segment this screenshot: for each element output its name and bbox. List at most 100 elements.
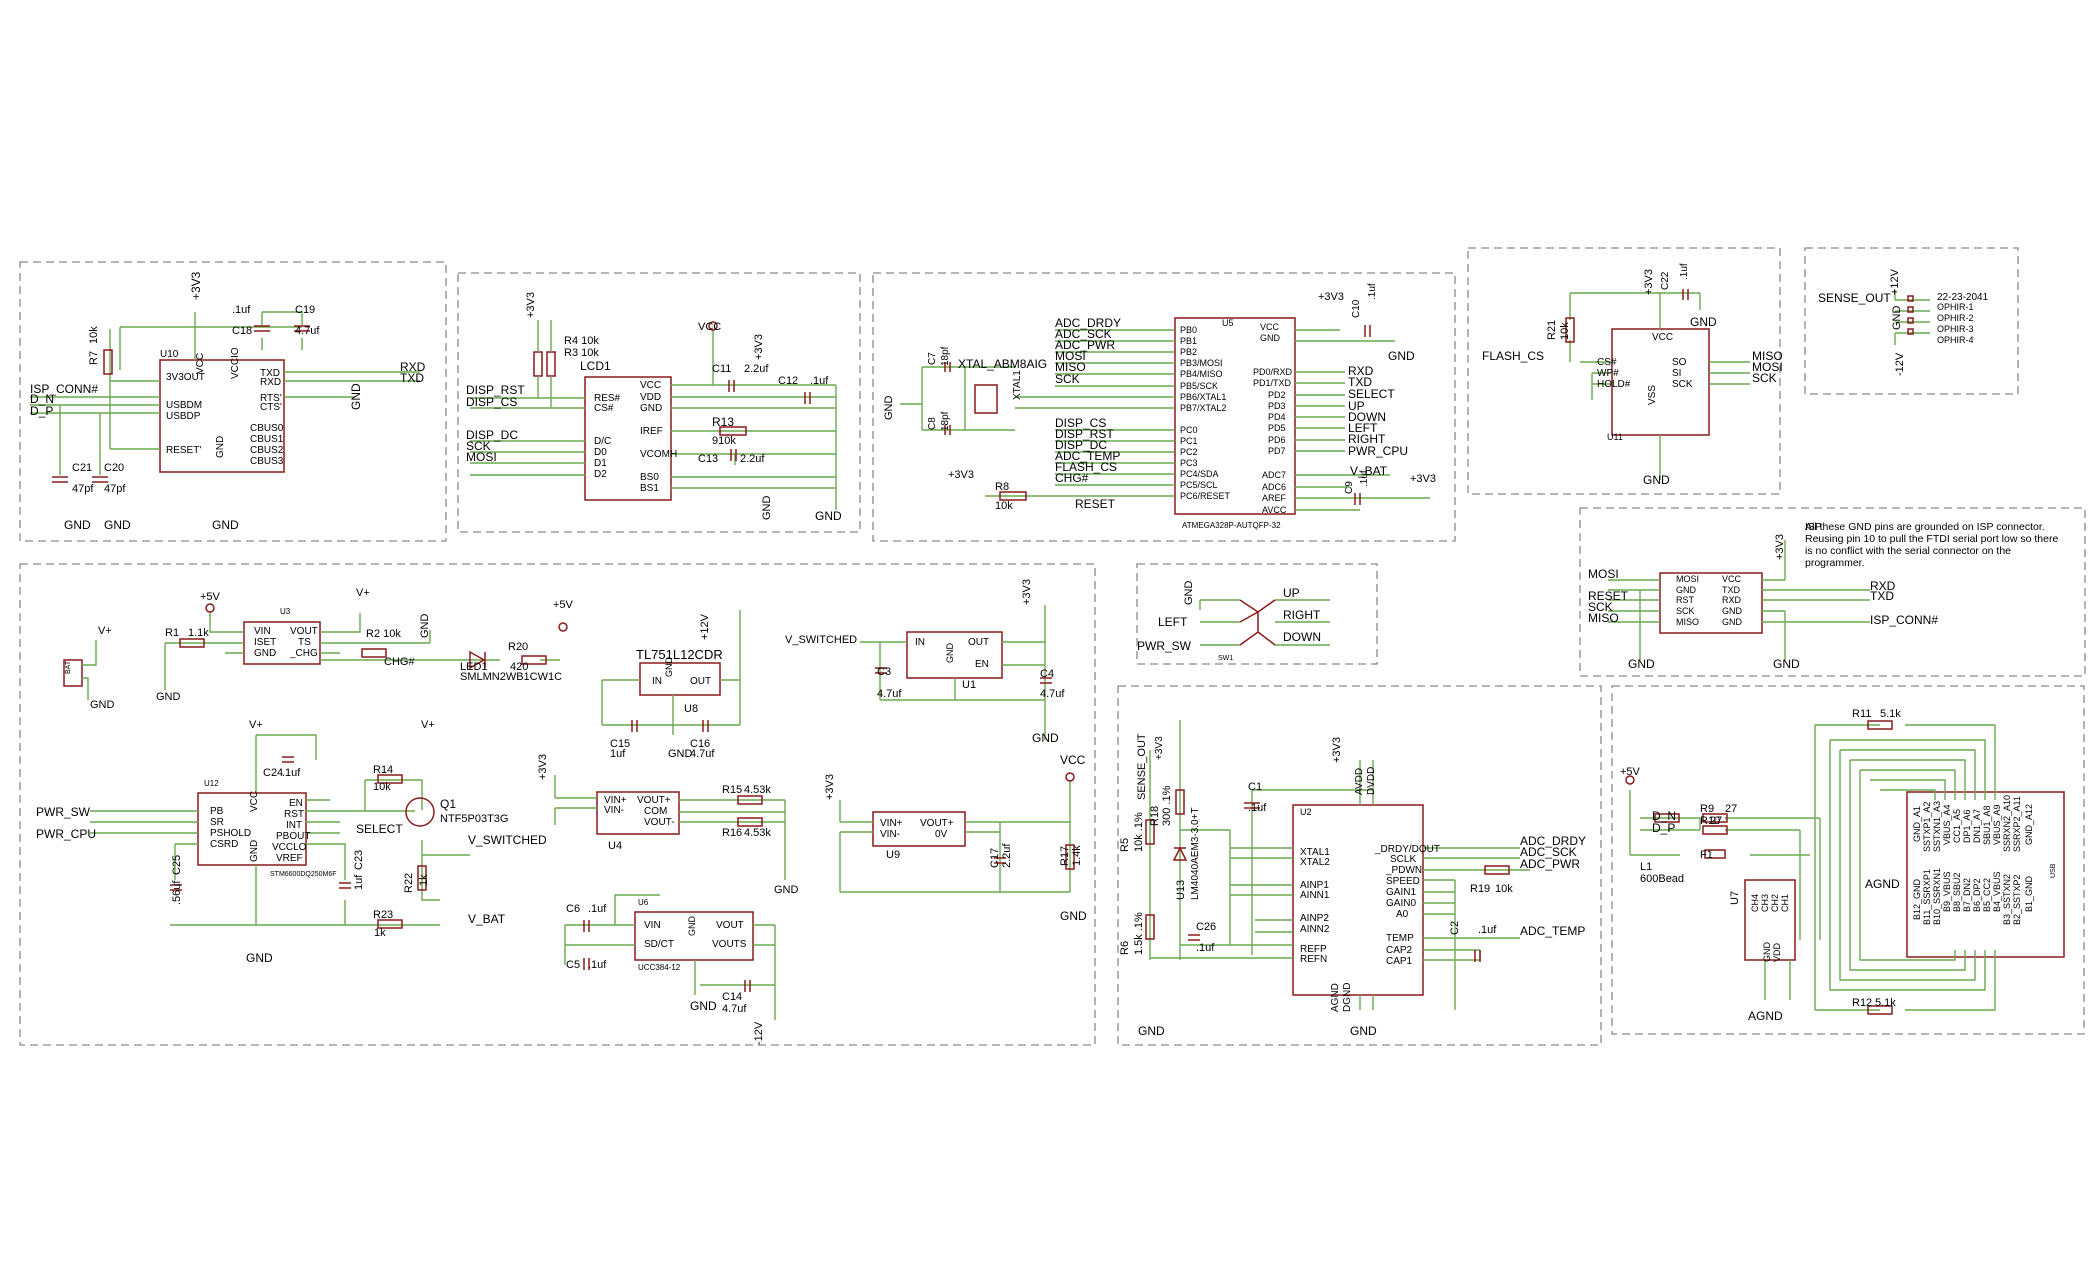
mcu-label: PD0/RXD [1253, 367, 1293, 377]
power-label: SD/CT [644, 939, 674, 950]
adc-label: GND [1138, 1024, 1165, 1038]
usb-label: B1_GND [2024, 875, 2034, 912]
ftdi-label: U10 [160, 349, 179, 360]
adc-label: ADC_TEMP [1520, 924, 1585, 938]
display-label: GND [815, 509, 842, 523]
usb-label: AGND [1865, 877, 1900, 891]
power-label: PBOUT [276, 831, 310, 842]
display-label: 2.2uf [740, 453, 765, 465]
adc-label: XTAL2 [1300, 857, 1330, 868]
flash-label: SO [1672, 357, 1687, 368]
u12-body [197, 792, 307, 866]
flash-label: +3V3 [1643, 269, 1655, 295]
power-label: C15 [610, 738, 630, 750]
mcu-label: GND [1260, 333, 1281, 343]
power-label: U8 [684, 703, 698, 715]
power-label: U3 [280, 607, 291, 616]
sense-label: -12V [1894, 352, 1906, 376]
mcu-label: 18pf [940, 411, 951, 431]
flash-label: CS# [1597, 357, 1617, 368]
ftdi-label: R7 [88, 351, 100, 365]
adc-label: 10k .1% [1133, 812, 1145, 852]
power-label: U12 [204, 779, 219, 788]
adc-label: XTAL1 [1300, 847, 1330, 858]
switch-label: PWR_SW [1137, 639, 1192, 653]
power-label: V_BAT [468, 912, 506, 926]
power-label: GND [249, 840, 260, 862]
usb-label: B5_CC2 [1982, 878, 1992, 912]
display-label: +3V3 [525, 292, 537, 318]
power-label: GND [1032, 731, 1059, 745]
ftdi-label: TXD [260, 368, 280, 379]
adc-label: DGND [1342, 983, 1353, 1012]
switch-label: LEFT [1158, 615, 1188, 629]
power-label: .1uf [588, 959, 607, 971]
display-label: R13 [712, 415, 734, 429]
u10-body [159, 359, 285, 473]
adc-label: GAIN0 [1386, 898, 1416, 909]
mcu-label: 18pf [940, 346, 951, 366]
ftdi-label: 4.7uf [295, 325, 320, 337]
power-label: OUT [690, 676, 711, 687]
power-label: 4.7uf [690, 748, 715, 760]
adc-label: C26 [1196, 921, 1216, 933]
power-label: V_SWITCHED [468, 833, 547, 847]
power-label: VIN+ [880, 818, 903, 829]
flash-label: WP# [1597, 368, 1619, 379]
adc-label: 10k [1495, 883, 1513, 895]
frame-mcu [872, 272, 1456, 542]
mcu-label: PD4 [1268, 412, 1286, 422]
power-label: U4 [608, 840, 622, 852]
u6-body [634, 911, 754, 961]
power-label: 4.7uf [722, 1003, 747, 1015]
power-label: SELECT [356, 822, 403, 836]
power-label: IN [652, 676, 662, 687]
mcu-label: MOSI [1055, 349, 1086, 363]
power-label: GND [668, 748, 693, 760]
power-label: +3V3 [1021, 579, 1033, 605]
ftdi-label: 3V3OUT [166, 372, 205, 383]
display-label: D/C [594, 436, 611, 447]
ftdi-label: GND [64, 518, 91, 532]
power-label: 420 [510, 661, 528, 673]
usb-label: VDD [1772, 942, 1782, 962]
mcu-label: CHG# [1055, 471, 1089, 485]
frame-usb [1611, 685, 2085, 1035]
usb-label: +5V [1620, 766, 1641, 778]
power-label: R22 [403, 873, 415, 893]
power-label: C6 [566, 903, 580, 915]
flash-label: .1uf [1679, 263, 1690, 280]
power-label: VOUT [716, 920, 744, 931]
mcu-label: C9 [1344, 481, 1355, 494]
power-label: C14 [722, 991, 742, 1003]
adc-label: R5 [1119, 838, 1131, 852]
power-label: GND [246, 951, 273, 965]
usb-label: CH4 [1750, 894, 1760, 912]
power-label: GND [156, 691, 181, 703]
ftdi-label: CBUS1 [250, 434, 284, 445]
power-label: 1k [374, 927, 386, 939]
display-block [470, 320, 837, 510]
switch-block [1199, 599, 1330, 646]
usb-label: 600Bead [1640, 873, 1684, 885]
mcu-label: DISP_CS [1055, 416, 1106, 430]
display-label: VCC [640, 380, 661, 391]
adc-label: SENSE_OUT [1136, 733, 1148, 800]
usb-label: GND [1762, 942, 1772, 963]
switch-label: GND [1183, 581, 1195, 606]
power-label: 4.7uf [877, 688, 902, 700]
power-label: LED1 [460, 661, 488, 673]
ftdi-label: USBDP [166, 411, 201, 422]
power-label: VCC [249, 791, 260, 812]
power-label: R15 [722, 784, 742, 796]
power-label: Q1 [440, 797, 456, 811]
power-label: VIN [254, 626, 271, 637]
power-label: .1uf [588, 903, 607, 915]
sense-label: OPHIR-3 [1937, 324, 1974, 334]
power-label: 4.53k [744, 827, 771, 839]
mcu-label: DISP_DC [1055, 438, 1107, 452]
ftdi-label: GND [349, 383, 363, 410]
u5-body [1174, 317, 1296, 515]
flash-label: VCC [1652, 332, 1673, 343]
ftdi-block [30, 311, 420, 483]
